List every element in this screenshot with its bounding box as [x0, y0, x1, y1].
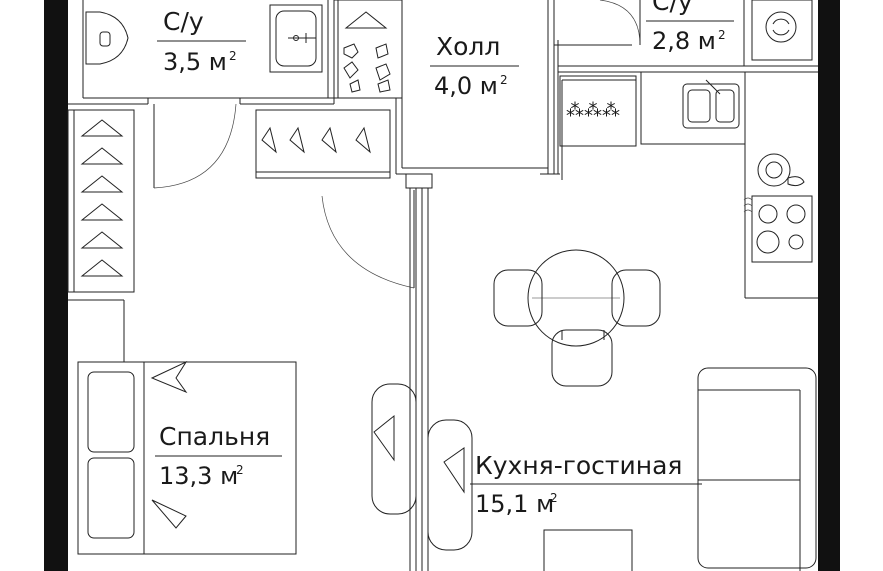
area-unit-superscript: 2 — [229, 49, 237, 63]
hall-lower-wardrobe — [255, 109, 391, 179]
freezer-mark: ⁂⁂⁂ — [566, 100, 620, 121]
snowflake-icon: ⁂⁂⁂ — [566, 100, 620, 121]
hanger-icon — [261, 126, 371, 154]
room-label-kitchen-living: Кухня-гостиная 15,1 м 2 — [470, 451, 702, 518]
room-name: Кухня-гостиная — [475, 451, 682, 480]
sink-icon — [269, 4, 323, 73]
room-label-hall: Холл 4,0 м 2 — [430, 32, 519, 100]
area-unit-superscript: 2 — [236, 463, 244, 477]
bowl-icon — [757, 153, 805, 187]
hanger-icon — [344, 11, 388, 29]
area-unit-superscript: 2 — [500, 73, 508, 87]
outer-walls — [44, 0, 840, 571]
kitchen-top-walls — [557, 72, 636, 180]
living-furniture — [371, 249, 817, 571]
room-name: Холл — [436, 32, 500, 61]
hall-wardrobe — [333, 0, 403, 99]
shoe-rack-icon — [343, 43, 391, 93]
room-area: 15,1 м — [475, 490, 554, 518]
sofa-icon — [697, 367, 817, 571]
hall-walls — [395, 0, 632, 175]
room-label-bathroom-1: С/у 3,5 м 2 — [157, 7, 246, 76]
kitchen-sink-icon — [682, 79, 740, 129]
room-area: 2,8 м — [652, 27, 716, 55]
bed-icon — [77, 360, 297, 555]
doors — [153, 103, 415, 289]
room-name: С/у — [652, 0, 693, 16]
bedroom-wardrobe — [67, 109, 135, 293]
washing-machine-icon — [751, 0, 813, 61]
outer-wall-right — [818, 0, 840, 571]
room-area: 13,3 м — [159, 462, 238, 490]
room-label-bedroom: Спальня 13,3 м 2 — [155, 422, 282, 490]
bedroom-furniture — [68, 299, 297, 555]
room-label-bathroom-2: С/у 2,8 м 2 — [646, 0, 734, 55]
kitchen-counters: ⁂⁂⁂ — [559, 71, 818, 299]
room-area: 3,5 м — [163, 48, 227, 76]
area-unit-superscript: 2 — [550, 491, 558, 505]
chair-icon — [493, 269, 661, 387]
room-name: С/у — [163, 7, 204, 36]
coffee-table-icon — [543, 529, 633, 571]
outer-wall-left — [44, 0, 68, 571]
toilet-icon — [85, 11, 129, 65]
dining-table-icon — [527, 249, 625, 347]
room-area: 4,0 м — [434, 72, 498, 100]
armchair-icon — [371, 383, 473, 551]
room-name: Спальня — [159, 422, 270, 451]
area-unit-superscript: 2 — [718, 28, 726, 42]
stove-icon — [743, 195, 813, 263]
hanger-icon — [80, 119, 124, 277]
